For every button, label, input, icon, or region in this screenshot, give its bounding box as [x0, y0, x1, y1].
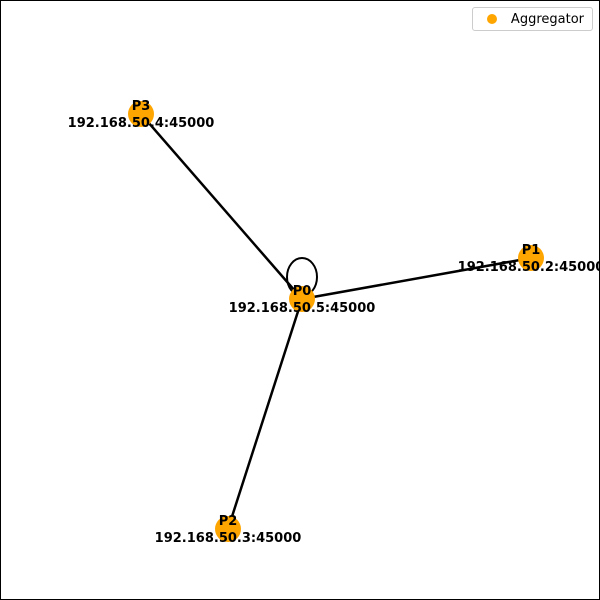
edge-P0-P1	[301, 256, 532, 301]
node-P1	[518, 245, 544, 271]
node-address-label-P3: 192.168.50.4:45000	[68, 116, 215, 131]
node-P2	[215, 516, 241, 542]
edge-P0-P3	[140, 113, 303, 300]
node-address-label-P2: 192.168.50.3:45000	[155, 531, 302, 546]
node-P0	[289, 286, 315, 312]
node-P3	[128, 101, 154, 127]
legend-marker	[486, 14, 497, 24]
node-id-label-P2: P2	[219, 514, 238, 529]
edges-layer	[140, 113, 532, 530]
node-id-label-P1: P1	[522, 243, 541, 258]
labels-layer: P0 192.168.50.5:45000 P1 192.168.50.2:45000…	[68, 99, 600, 546]
edge-P0-P2	[226, 298, 304, 530]
node-address-label-P0: 192.168.50.5:45000	[229, 301, 376, 316]
node-id-label-P0: P0	[293, 284, 312, 299]
legend-label: Aggregator	[510, 11, 584, 27]
nodes-layer	[128, 101, 544, 542]
node-address-label-P1: 192.168.50.2:45000	[458, 260, 600, 275]
node-id-label-P3: P3	[132, 99, 151, 114]
legend: Aggregator	[471, 7, 593, 31]
